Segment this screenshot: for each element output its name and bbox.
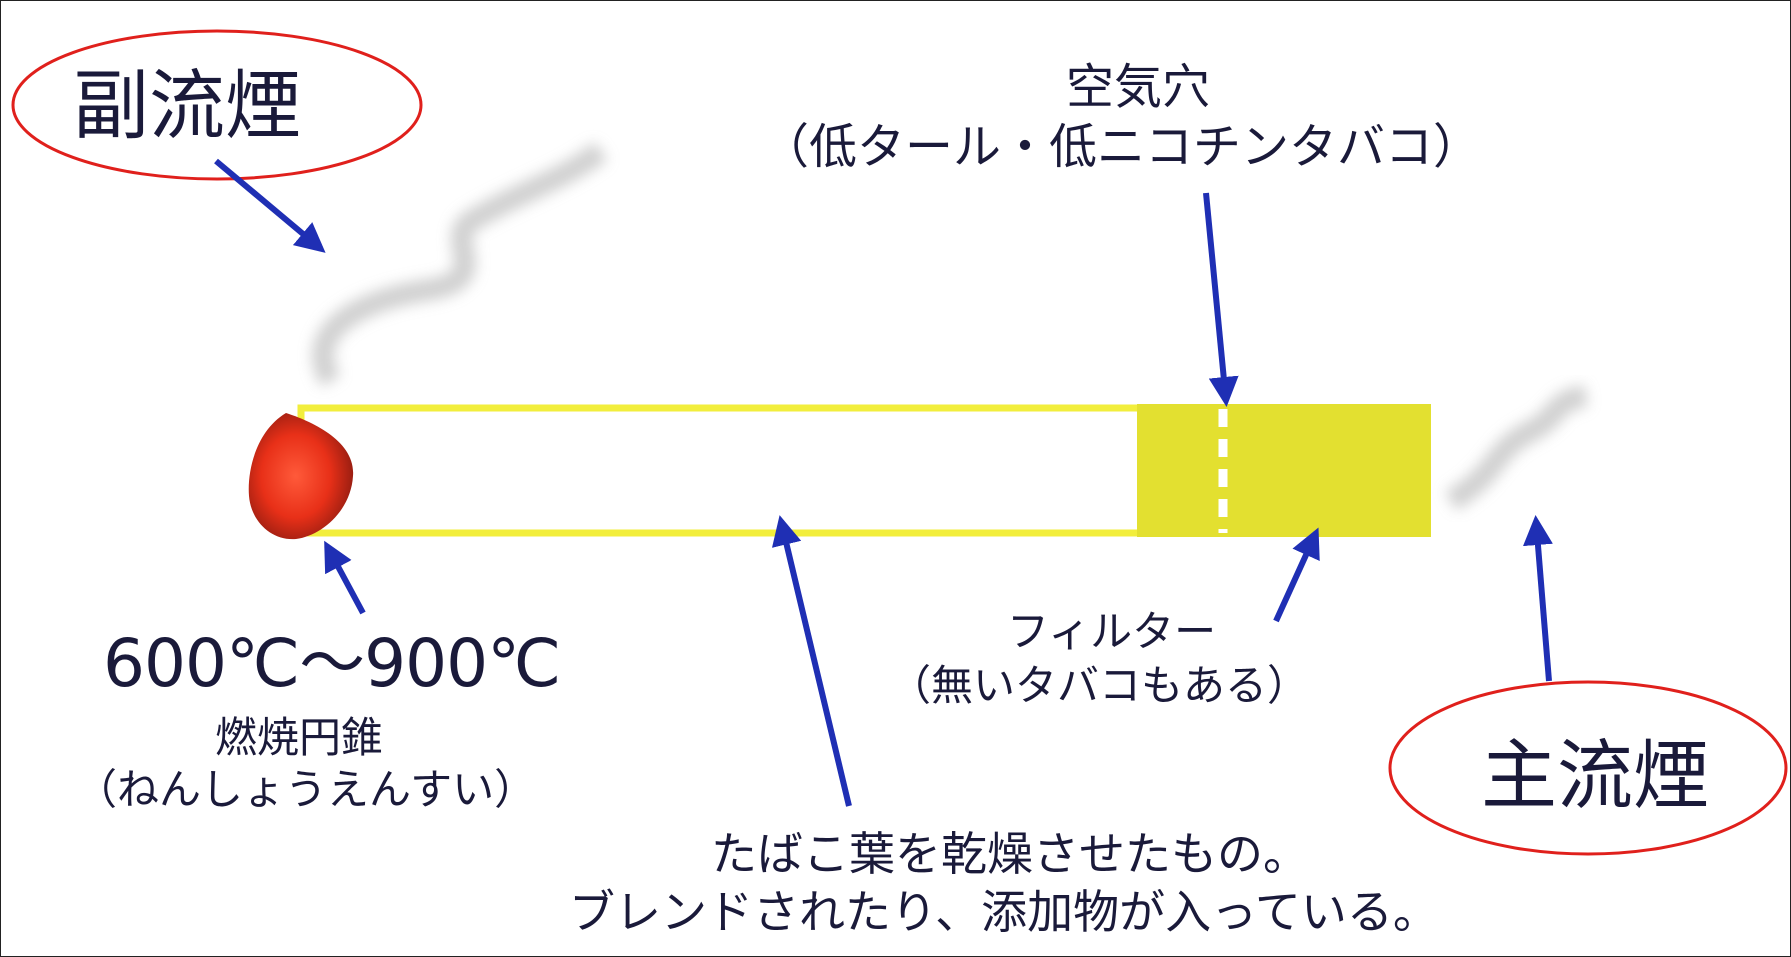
arrow-to-filter [1273,527,1320,623]
mainstream-highlight-ellipse [1388,680,1788,856]
sidestream-highlight-ellipse [11,29,423,181]
arrow-to-air-hole [1203,192,1239,407]
arrow-to-burning-cone [324,540,366,615]
air-hole-label: 空気穴 [1066,59,1211,115]
air-hole-note: （低タール・低ニコチンタバコ） [761,119,1482,175]
sidestream-smoke-label: 副流煙 [73,61,301,150]
tobacco-leaf-line-1: たばこ葉を乾燥させたもの。 [711,827,1309,881]
burning-cone-label: 燃焼円錐 [215,713,384,762]
tobacco-leaf-line-2: ブレンドされたり、添加物が入っている。 [569,885,1439,939]
arrow-to-sidestream [214,158,326,253]
burning-cone-reading: （ねんしょうえんすい） [75,765,537,814]
mainstream-smoke-wisp [1445,385,1588,511]
filter-label: フィルター [1007,607,1217,656]
filter-note: （無いタバコもある） [889,661,1310,710]
mainstream-smoke-label: 主流煙 [1481,731,1709,820]
arrow-to-mainstream [1522,515,1553,682]
arrow-to-tobacco-rod [771,515,852,807]
cigarette-tobacco-rod [297,404,1145,537]
temperature-label: 600℃～900℃ [103,625,561,702]
sidestream-smoke-wisp [312,142,608,387]
cigarette-filter [1137,404,1431,537]
burning-ember [248,413,354,540]
